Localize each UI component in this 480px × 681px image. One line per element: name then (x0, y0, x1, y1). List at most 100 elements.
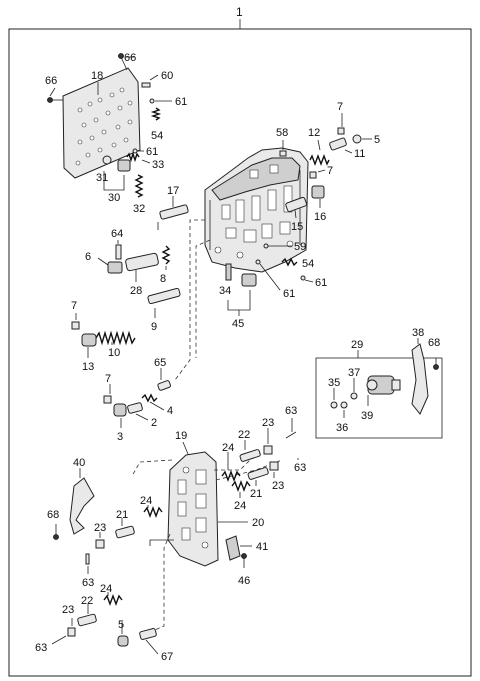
bolt-icon (47, 53, 128, 103)
part-label-21: 21 (116, 509, 128, 521)
valve-spool-icon (147, 287, 181, 305)
spring-icon (126, 151, 140, 163)
valve-spool-icon (77, 613, 97, 627)
part-label-64: 64 (111, 228, 123, 240)
part-label-2: 2 (151, 417, 157, 429)
part-label-36: 36 (336, 422, 348, 434)
ball-icon (255, 259, 261, 265)
valve-icon (113, 403, 127, 417)
subassembly-box (315, 357, 443, 439)
plug-icon (269, 461, 279, 471)
bolt-icon (241, 553, 247, 559)
part-label-34: 34 (219, 285, 231, 297)
part-label-21: 21 (250, 488, 262, 500)
spring-icon (134, 174, 144, 198)
part-label-16: 16 (314, 211, 326, 223)
part-label-45: 45 (232, 318, 244, 330)
part-label-63: 63 (35, 642, 47, 654)
part-label-10: 10 (108, 347, 120, 359)
part-label-9: 9 (151, 321, 157, 333)
lower-valve-body (149, 451, 219, 567)
ring-icon (350, 392, 358, 400)
spring-icon (281, 257, 298, 267)
part-label-24: 24 (234, 500, 246, 512)
part-label-30: 30 (108, 192, 120, 204)
part-label-5: 5 (374, 134, 380, 146)
part-label-37: 37 (348, 367, 360, 379)
ball-icon (263, 243, 269, 249)
part-label-7: 7 (327, 165, 333, 177)
part-label-24: 24 (222, 442, 234, 454)
part-label-66: 66 (45, 75, 57, 87)
part-label-24: 24 (140, 495, 152, 507)
part-label-12: 12 (308, 127, 320, 139)
spring-icon (231, 480, 251, 492)
part-label-15: 15 (291, 221, 303, 233)
part-label-61: 61 (315, 277, 327, 289)
part-label-23: 23 (62, 604, 74, 616)
plug-icon (95, 539, 105, 549)
part-label-58: 58 (276, 127, 288, 139)
plug-icon (157, 380, 171, 391)
part-label-63: 63 (82, 577, 94, 589)
bolt-icon (53, 534, 59, 540)
part-label-23: 23 (272, 480, 284, 492)
part-label-28: 28 (130, 285, 142, 297)
plug-icon (71, 321, 80, 330)
part-label-23: 23 (262, 417, 274, 429)
plug-icon (67, 627, 76, 637)
pin-icon (279, 150, 287, 157)
cap-icon (352, 134, 362, 144)
valve-icon (117, 159, 131, 172)
spring-icon (103, 594, 123, 606)
part-label-22: 22 (238, 429, 250, 441)
ball-icon (149, 98, 155, 104)
part-label-22: 22 (81, 595, 93, 607)
valve-spool-icon (239, 449, 261, 462)
valve-spool-icon (159, 204, 189, 220)
part-label-38: 38 (412, 327, 424, 339)
pin-icon (225, 263, 232, 281)
part-label-54: 54 (302, 258, 314, 270)
plug-icon (107, 261, 123, 274)
part-label-68: 68 (47, 509, 59, 521)
part-label-33: 33 (152, 159, 164, 171)
part-label-1: 1 (236, 5, 243, 19)
part-label-61: 61 (175, 96, 187, 108)
part-label-40: 40 (73, 457, 85, 469)
part-label-7: 7 (337, 101, 343, 113)
part-label-5: 5 (118, 619, 124, 631)
valve-spool-icon (125, 252, 159, 272)
part-label-59: 59 (294, 241, 306, 253)
part-label-60: 60 (161, 70, 173, 82)
part-label-66: 66 (124, 52, 136, 64)
part-label-63: 63 (285, 405, 297, 417)
part-label-67: 67 (161, 651, 173, 663)
solenoid-icon (241, 273, 257, 287)
part-label-23: 23 (94, 522, 106, 534)
upper-valve-body (204, 147, 309, 273)
part-label-24: 24 (100, 583, 112, 595)
pin-icon (141, 82, 151, 88)
part-label-68: 68 (428, 337, 440, 349)
bracket-icon (411, 343, 429, 415)
plug-icon (337, 127, 345, 135)
part-label-54: 54 (151, 130, 163, 142)
part-label-65: 65 (154, 357, 166, 369)
part-label-18: 18 (91, 70, 103, 82)
plug-icon (263, 445, 273, 455)
part-label-46: 46 (238, 575, 250, 587)
ring-icon (102, 155, 112, 165)
valve-spool-icon (247, 467, 269, 480)
valve-spool-icon (139, 628, 157, 640)
part-label-8: 8 (160, 273, 166, 285)
part-label-7: 7 (71, 300, 77, 312)
part-label-17: 17 (167, 185, 179, 197)
part-label-61: 61 (146, 146, 158, 158)
bracket-icon (69, 477, 95, 535)
ring-icon (330, 401, 338, 409)
bolt-icon (433, 364, 439, 370)
spring-icon (221, 470, 241, 482)
plug-icon (329, 137, 347, 151)
